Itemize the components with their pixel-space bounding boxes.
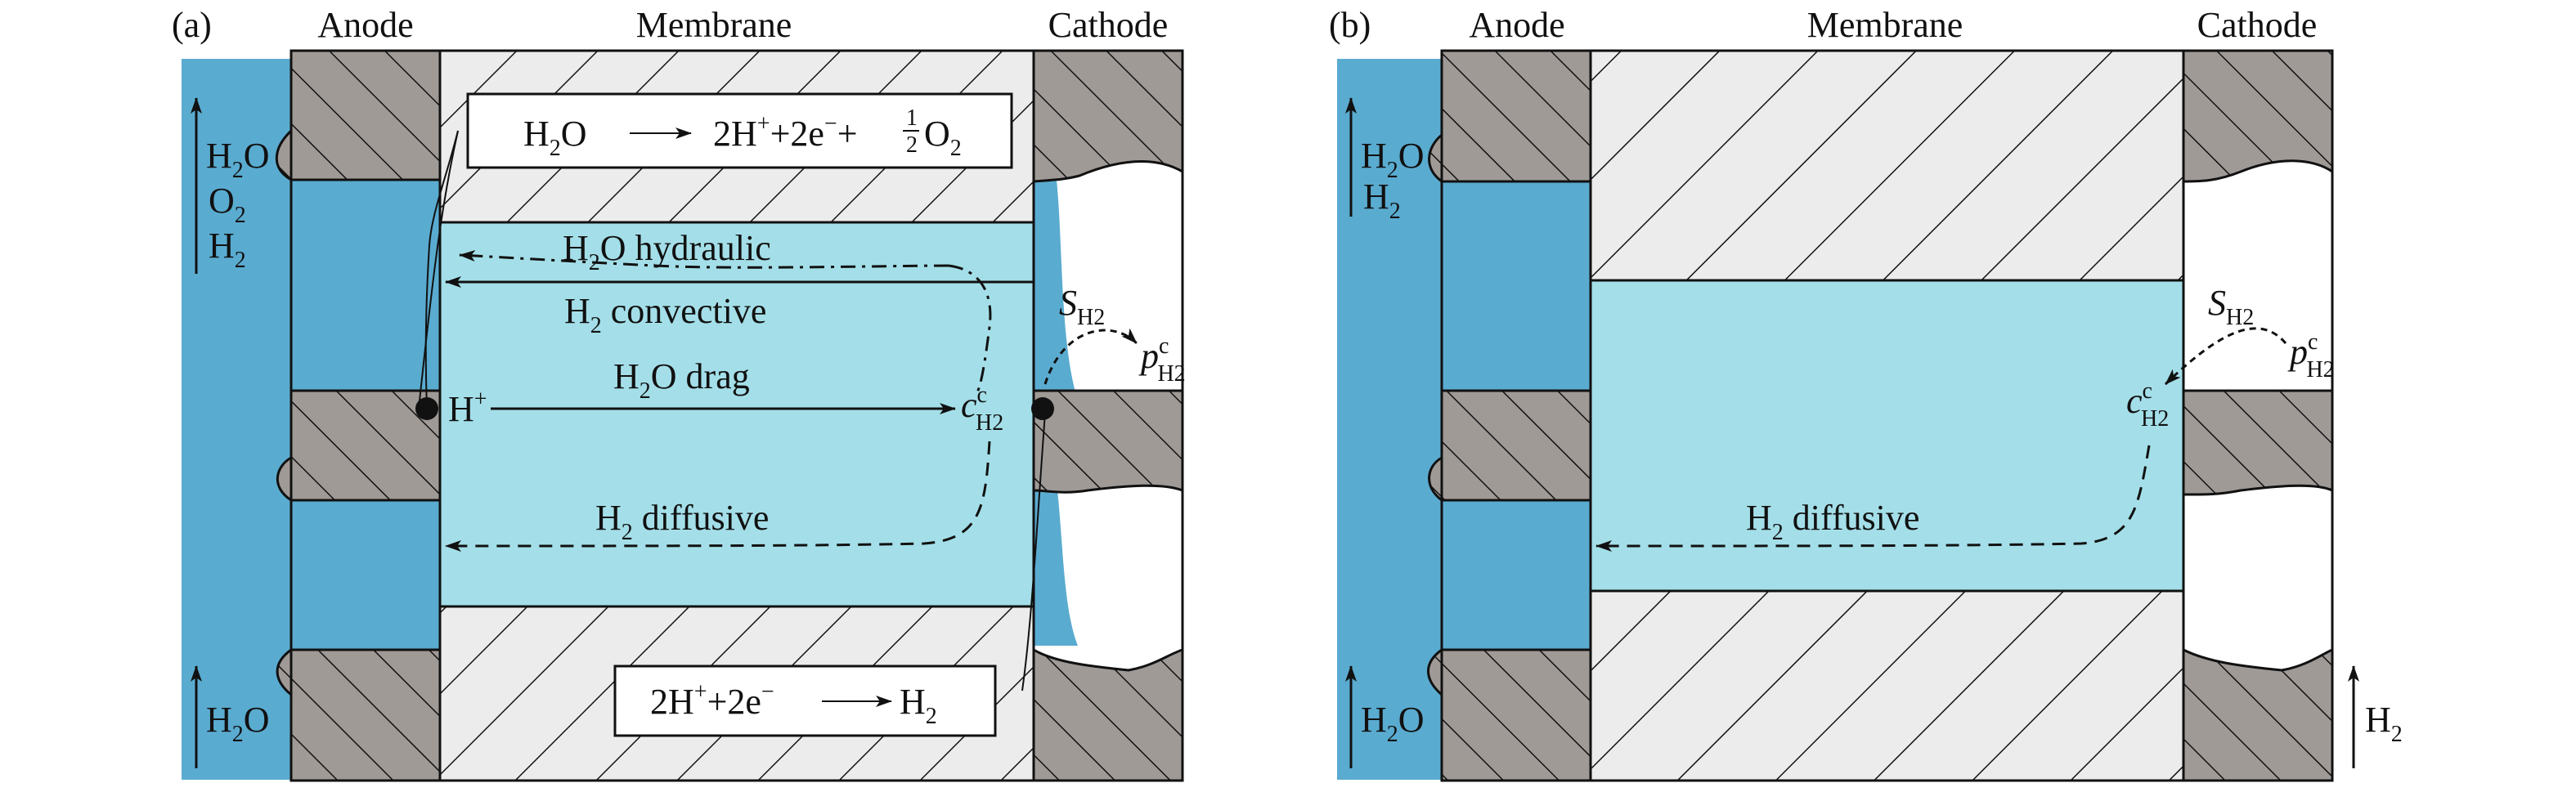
anode-electrode-bottom — [276, 648, 442, 782]
membrane-water-region-b — [1589, 279, 2185, 593]
inlet-top-l3: H2 — [209, 226, 246, 273]
panel-b-frame — [1440, 49, 2334, 782]
panel-a-anode-label: Anode — [317, 5, 413, 45]
proton-label: H+ — [448, 387, 487, 429]
panel-b: (b) Anode Membrane Cathode H2O H2 H2O H2… — [1329, 5, 2403, 782]
anode-electrode-mid-b — [1428, 389, 1592, 502]
flow-drag-label: H2O drag — [613, 356, 750, 404]
flow-diffusive-arrow-b — [1595, 445, 2151, 552]
anode-reaction-rhs: 2H++2e−+ — [713, 111, 858, 154]
inlet-top-l2: O2 — [209, 181, 246, 228]
panel-a-cathode-label: Cathode — [1048, 5, 1169, 45]
cathode-electrode-mid-b — [2182, 389, 2334, 496]
outlet-right-b: H2 — [2365, 700, 2403, 747]
cathode-reaction-box — [613, 664, 997, 737]
flow-diffusive-label: H2 diffusive — [595, 498, 769, 545]
cathode-electrode-top — [1032, 49, 1184, 183]
anode-electrode-bottom-b — [1427, 648, 1592, 782]
anode-reaction-dot — [415, 397, 438, 420]
panel-b-anode-label: Anode — [1469, 5, 1564, 45]
panel-a-tag: (a) — [172, 5, 212, 45]
panel-b-membrane-label: Membrane — [1807, 5, 1963, 45]
cathode-electrode-bottom-b — [2182, 647, 2334, 782]
cathode-reaction-lhs: 2H++2e− — [650, 679, 774, 722]
flow-diffusive-arrow — [445, 441, 991, 552]
panel-a: (a) Anode Membrane Cathode H2O O2 H2 H2O… — [172, 5, 1186, 782]
inlet-bottom-b-l1: H2O — [1361, 700, 1425, 747]
inlet-top-b-l2: H2 — [1363, 177, 1401, 224]
s-flux-arrow-a — [1043, 328, 1138, 385]
cathode-reaction-dot — [1031, 397, 1054, 420]
anode-reaction-o2: O2 — [924, 114, 962, 161]
anode-reaction-frac-den: 2 — [906, 132, 918, 158]
flow-hydraulic-arrow — [459, 249, 949, 269]
anode-electrode-top — [275, 49, 442, 181]
panel-a-frame — [289, 49, 1184, 782]
anode-reaction-frac-num: 1 — [906, 105, 918, 131]
anode-leader-line-2 — [418, 130, 459, 409]
cathode-electrode-bottom — [1032, 647, 1184, 782]
panel-b-tag: (b) — [1329, 5, 1371, 45]
anode-reaction-box — [466, 92, 1013, 169]
s-label-a: SH2 — [1059, 283, 1105, 330]
cathode-reaction-rhs: H2 — [900, 682, 937, 729]
flow-hydraulic-loop — [948, 264, 992, 393]
panel-b-cathode-label: Cathode — [2197, 5, 2318, 45]
inlet-top-b-l1: H2O — [1361, 136, 1425, 183]
anode-reaction-lhs: H2O — [523, 114, 587, 161]
flow-convective-label: H2 convective — [564, 291, 766, 338]
cathode-electrode-mid — [1032, 389, 1184, 494]
inlet-top-l1: H2O — [206, 136, 270, 183]
inlet-bottom-l1: H2O — [206, 700, 270, 747]
s-label-b: SH2 — [2208, 283, 2254, 330]
membrane-water-region — [438, 221, 1035, 608]
flow-diffusive-label-b: H2 diffusive — [1746, 498, 1919, 545]
cathode-electrode-top-b — [2182, 49, 2334, 183]
cathode-leader-line — [1021, 412, 1046, 691]
anode-leader-line — [424, 130, 459, 409]
flow-hydraulic-label: H2O hydraulic — [563, 228, 771, 275]
s-flux-arrow-b — [2164, 327, 2287, 386]
panel-a-membrane-label: Membrane — [636, 5, 792, 45]
anode-electrode-mid — [276, 389, 442, 502]
anode-electrode-top-b — [1428, 49, 1592, 183]
